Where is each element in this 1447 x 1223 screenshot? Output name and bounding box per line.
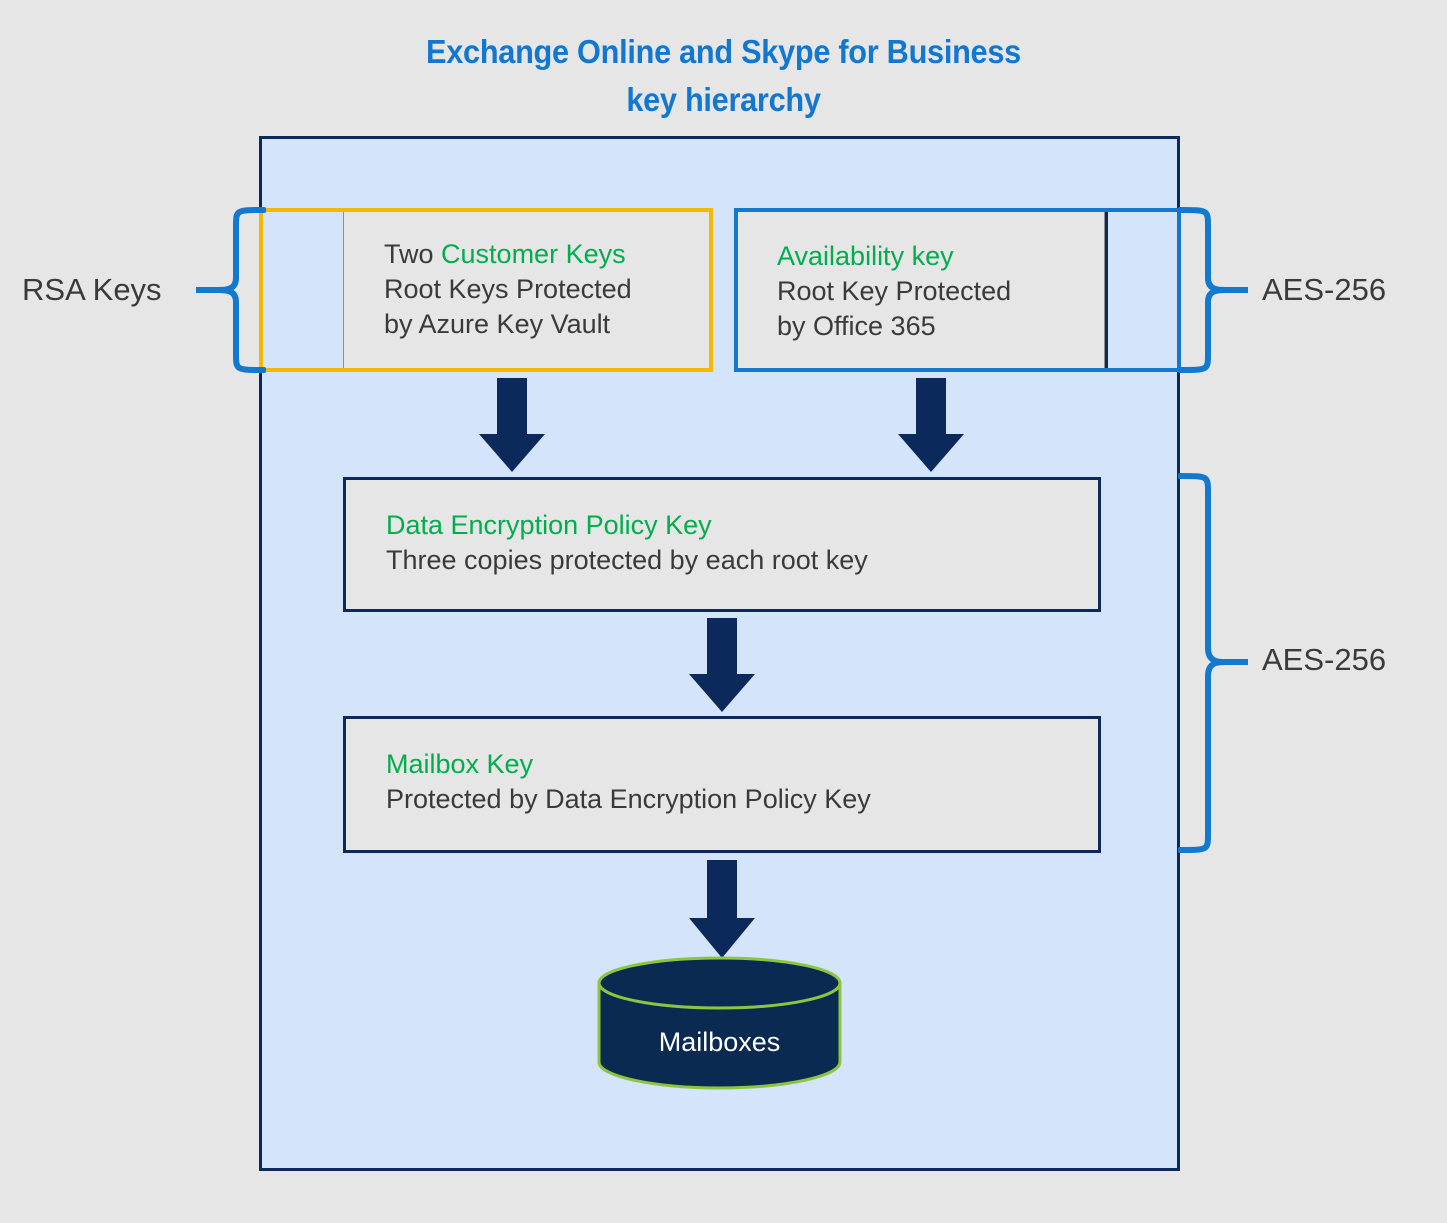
rsa-keys-label: RSA Keys (22, 272, 162, 307)
customer-keys-heading: Customer Keys (441, 239, 626, 269)
arrow-availability-to-dep (898, 378, 964, 472)
mailboxes-label: Mailboxes (658, 1027, 781, 1057)
arrow-customer-to-dep (479, 378, 545, 472)
data-encryption-policy-key-box[interactable]: Data Encryption Policy Key Three copies … (343, 477, 1101, 612)
page-title: Exchange Online and Skype for Business k… (51, 28, 1397, 124)
customer-keys-prefix: Two (384, 239, 442, 269)
availability-key-text: Availability key Root Key Protected by O… (777, 239, 1011, 344)
customer-keys-box[interactable]: Two Customer Keys Root Keys Protected by… (343, 209, 712, 371)
availability-key-heading: Availability key (777, 241, 954, 271)
mailboxes-datastore[interactable]: Mailboxes (597, 955, 842, 1090)
dep-key-line2: Three copies protected by each root key (386, 545, 868, 575)
mailbox-key-heading: Mailbox Key (386, 749, 534, 779)
arrow-dep-to-mailboxkey (689, 618, 755, 712)
data-encryption-policy-key-text: Data Encryption Policy Key Three copies … (386, 508, 868, 578)
cylinder-shape (597, 956, 842, 1090)
customer-keys-line3: by Azure Key Vault (384, 309, 611, 339)
dep-key-heading: Data Encryption Policy Key (386, 510, 712, 540)
mailbox-key-line2: Protected by Data Encryption Policy Key (386, 784, 871, 814)
customer-keys-text: Two Customer Keys Root Keys Protected by… (384, 237, 632, 342)
divider-line-right (1105, 209, 1108, 372)
availability-key-box[interactable]: Availability key Root Key Protected by O… (736, 209, 1105, 371)
arrow-mailboxkey-to-mailboxes (689, 860, 755, 958)
customer-keys-line2: Root Keys Protected (384, 274, 632, 304)
rsa-keys-brace (196, 207, 266, 373)
availability-key-line3: by Office 365 (777, 311, 936, 341)
aes-256-brace-top (1178, 207, 1248, 373)
mailbox-key-box[interactable]: Mailbox Key Protected by Data Encryption… (343, 716, 1101, 853)
mailbox-key-text: Mailbox Key Protected by Data Encryption… (386, 747, 871, 817)
title-line-2: key hierarchy (626, 81, 821, 118)
aes-256-brace-bottom (1178, 473, 1248, 853)
aes-256-label-bottom: AES-256 (1262, 642, 1387, 677)
availability-key-line2: Root Key Protected (777, 276, 1012, 306)
title-line-1: Exchange Online and Skype for Business (426, 33, 1021, 70)
aes-256-label-top: AES-256 (1262, 272, 1387, 307)
